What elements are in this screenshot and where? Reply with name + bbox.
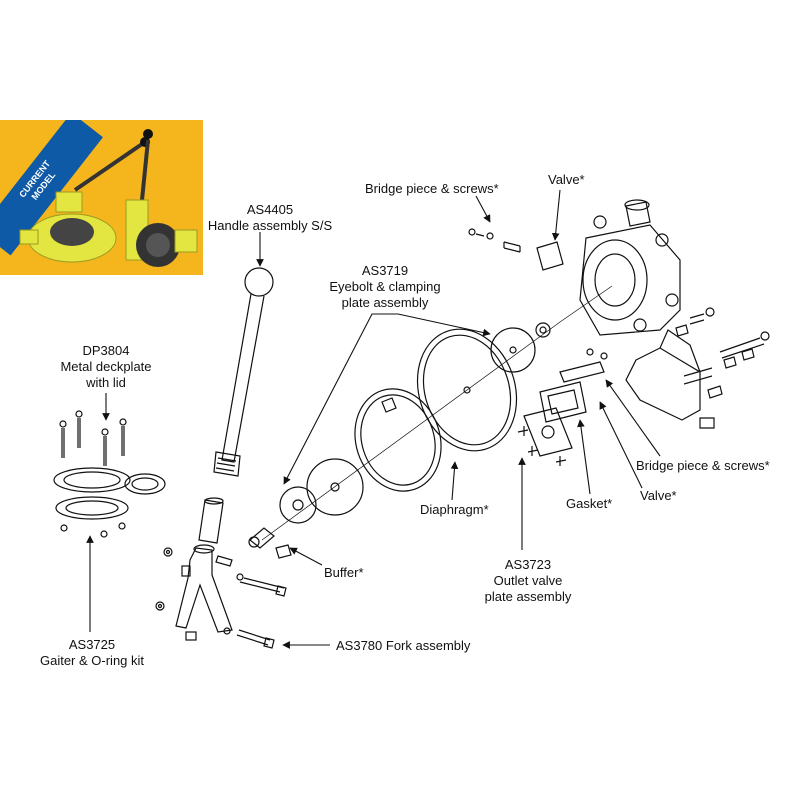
label-bridge-top-text: Bridge piece & screws* [365, 181, 499, 196]
label-buffer-text: Buffer* [324, 565, 364, 580]
label-eyebolt-line2: plate assembly [341, 295, 429, 310]
label-outlet-code: AS3723 [504, 557, 552, 572]
label-deckplate-code: DP3804 [82, 343, 130, 358]
label-gaiter: AS3725 Gaiter & O-ring kit [32, 637, 152, 669]
label-bridge-right-text: Bridge piece & screws* [636, 458, 770, 473]
pump1-gaiter [50, 218, 94, 246]
top-valve-part [468, 228, 564, 271]
label-valve-top: Valve* [548, 172, 585, 188]
label-valve-right-text: Valve* [640, 488, 677, 503]
label-diaphragm-code: Diaphragm* [420, 502, 489, 517]
leader-buffer [289, 547, 323, 566]
pump-body-part [579, 199, 681, 336]
label-handle: AS4405 Handle assembly S/S [205, 202, 335, 234]
leader-valve-right [599, 401, 643, 489]
label-deckplate-line2: with lid [86, 375, 126, 390]
label-valve-top-text: Valve* [548, 172, 585, 187]
label-handle-name: Handle assembly S/S [207, 218, 333, 233]
outlet-valve-part [517, 348, 608, 466]
pump2-knob [143, 129, 153, 139]
leader-lines [86, 189, 661, 649]
leader-bridge-top [475, 195, 491, 223]
leader-eyebolt-buffer [283, 313, 398, 485]
label-gaiter-name: Gaiter & O-ring kit [39, 653, 145, 668]
label-fork-text: AS3780 Fork assembly [336, 638, 471, 653]
label-eyebolt-line1: Eyebolt & clamping [329, 279, 441, 294]
label-bridge-right: Bridge piece & screws* [636, 458, 770, 474]
label-bridge-top: Bridge piece & screws* [365, 181, 499, 197]
product-photo: CURRENT MODEL [0, 120, 203, 275]
diaphragm-part [354, 322, 551, 492]
leader-eyebolt-plate [397, 313, 491, 337]
label-fork: AS3780 Fork assembly [336, 638, 470, 654]
pump1-port [19, 229, 39, 245]
pump-photo-illustration [19, 129, 198, 267]
label-gasket: Gasket* [566, 496, 612, 512]
label-outlet-line1: Outlet valve [493, 573, 563, 588]
label-outlet: AS3723 Outlet valve plate assembly [478, 557, 578, 605]
pump1-fork [55, 191, 83, 213]
label-deckplate: DP3804 Metal deckplate with lid [48, 343, 164, 391]
label-valve-right: Valve* [640, 488, 677, 504]
leader-bridge-right [605, 379, 661, 457]
handle-part [198, 267, 274, 544]
pump2-body [174, 229, 198, 253]
eyebolt-part [248, 458, 364, 559]
label-buffer: Buffer* [324, 565, 364, 581]
pump1-handle [73, 140, 147, 192]
deckplate-part [53, 410, 166, 538]
leader-valve-top [551, 189, 561, 241]
label-eyebolt-code: AS3719 [361, 263, 409, 278]
label-gasket-text: Gasket* [566, 496, 613, 511]
label-outlet-line2: plate assembly [484, 589, 572, 604]
label-deckplate-line1: Metal deckplate [60, 359, 152, 374]
leader-gasket [577, 419, 591, 495]
leader-diaphragm [450, 461, 459, 501]
label-gaiter-code: AS3725 [68, 637, 116, 652]
label-handle-code: AS4405 [246, 202, 294, 217]
fork-part [155, 544, 287, 649]
label-diaphragm: Diaphragm* [420, 502, 489, 518]
right-bracket-part [625, 307, 770, 429]
label-eyebolt: AS3719 Eyebolt & clamping plate assembly [325, 263, 445, 311]
